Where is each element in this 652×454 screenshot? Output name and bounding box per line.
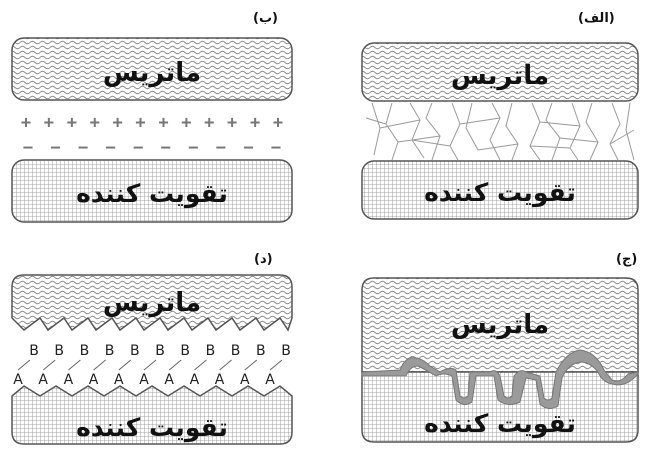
a-group-label: A <box>215 372 225 388</box>
positive-charge: + <box>113 113 123 133</box>
positive-charge: + <box>135 113 145 133</box>
b-group-label: B <box>231 343 241 359</box>
panel-c-label: (ج) <box>616 252 637 267</box>
negative-charge: − <box>216 138 226 158</box>
panel-a-crack-network <box>365 102 635 161</box>
panel-a-matrix-text: ماتریس <box>451 61 549 91</box>
bond-line <box>118 359 132 371</box>
panel-b-reinforcement-text: تقویت کننده <box>76 179 228 209</box>
positive-charge: + <box>67 113 77 133</box>
bond-line <box>42 359 56 371</box>
a-group-label: A <box>265 372 275 388</box>
a-group-label: A <box>89 372 99 388</box>
panel-b-negative-charges: −−−−−−−−−− <box>23 138 281 158</box>
bond-line <box>219 359 232 371</box>
negative-charge: − <box>133 138 143 158</box>
panel-b-positive-charges: + + + + + + + + + + + + <box>21 113 283 133</box>
a-group-label: A <box>139 372 149 388</box>
b-group-label: B <box>80 343 90 359</box>
a-group-label: A <box>38 372 48 388</box>
panel-d-reinforcement-block <box>11 385 293 445</box>
positive-charge: + <box>44 113 54 133</box>
negative-charge: − <box>161 138 171 158</box>
positive-charge: + <box>21 113 31 133</box>
b-group-label: B <box>180 343 190 359</box>
panel-d-bond-lines <box>17 359 283 371</box>
panel-d-matrix-text: ماتریس <box>103 288 201 318</box>
b-group-label: B <box>54 343 64 359</box>
negative-charge: − <box>271 138 281 158</box>
a-group-label: A <box>190 372 200 388</box>
panel-a-label: (الف) <box>578 11 615 26</box>
a-group-label: A <box>240 372 250 388</box>
panel-c-reinforcement-block <box>361 371 639 443</box>
negative-charge: − <box>50 138 60 158</box>
b-group-label: B <box>29 343 39 359</box>
b-group-label: B <box>105 343 115 359</box>
negative-charge: − <box>188 138 198 158</box>
a-group-label: A <box>64 372 74 388</box>
positive-charge: + <box>181 113 191 133</box>
positive-charge: + <box>158 113 168 133</box>
panel-c-interlock-fill <box>361 349 639 410</box>
b-group-label: B <box>130 343 140 359</box>
a-group-label: A <box>13 372 23 388</box>
positive-charge: + <box>227 113 237 133</box>
a-group-label: A <box>114 372 124 388</box>
b-group-label: B <box>256 343 266 359</box>
bond-line <box>269 359 283 371</box>
panel-b-matrix-block <box>11 37 293 101</box>
b-group-label: B <box>206 343 216 359</box>
panel-a: (الف) ماتریس <box>361 11 639 220</box>
negative-charge: − <box>78 138 88 158</box>
panel-b: (ب) ماتریس ++++++++++++ −−−−−−−−−− تقویت… <box>11 11 293 223</box>
panel-d-reinforcement-text: تقویت کننده <box>76 413 228 443</box>
bond-line <box>194 359 207 371</box>
bond-line <box>244 359 258 371</box>
panel-a-reinforcement-block <box>361 160 639 220</box>
positive-charge: + <box>90 113 100 133</box>
panel-b-label: (ب) <box>253 11 278 26</box>
panel-b-reinforcement-block <box>11 159 293 223</box>
negative-charge: − <box>243 138 253 158</box>
a-group-label: A <box>164 372 174 388</box>
bond-line <box>143 359 157 371</box>
panel-a-matrix-block <box>361 42 639 102</box>
negative-charge: − <box>106 138 116 158</box>
positive-charge: + <box>273 113 283 133</box>
bond-line <box>93 359 106 371</box>
bond-line <box>68 359 81 371</box>
bond-line <box>168 359 182 371</box>
panel-a-reinforcement-text: تقویت کننده <box>424 178 576 208</box>
panel-c: (ج) ماتریس تقویت کننده <box>361 252 639 443</box>
bond-line <box>17 359 31 371</box>
panel-c-reinforcement-text: تقویت کننده <box>424 409 576 439</box>
positive-charge: + <box>204 113 214 133</box>
panel-c-matrix-text: ماتریس <box>451 310 549 340</box>
panel-d-label: (د) <box>254 252 273 267</box>
b-group-label: B <box>281 343 291 359</box>
positive-charge: + <box>250 113 260 133</box>
negative-charge: − <box>23 138 33 158</box>
panel-d-matrix-block <box>11 274 293 332</box>
b-group-label: B <box>155 343 165 359</box>
panel-b-matrix-text: ماتریس <box>103 58 201 88</box>
